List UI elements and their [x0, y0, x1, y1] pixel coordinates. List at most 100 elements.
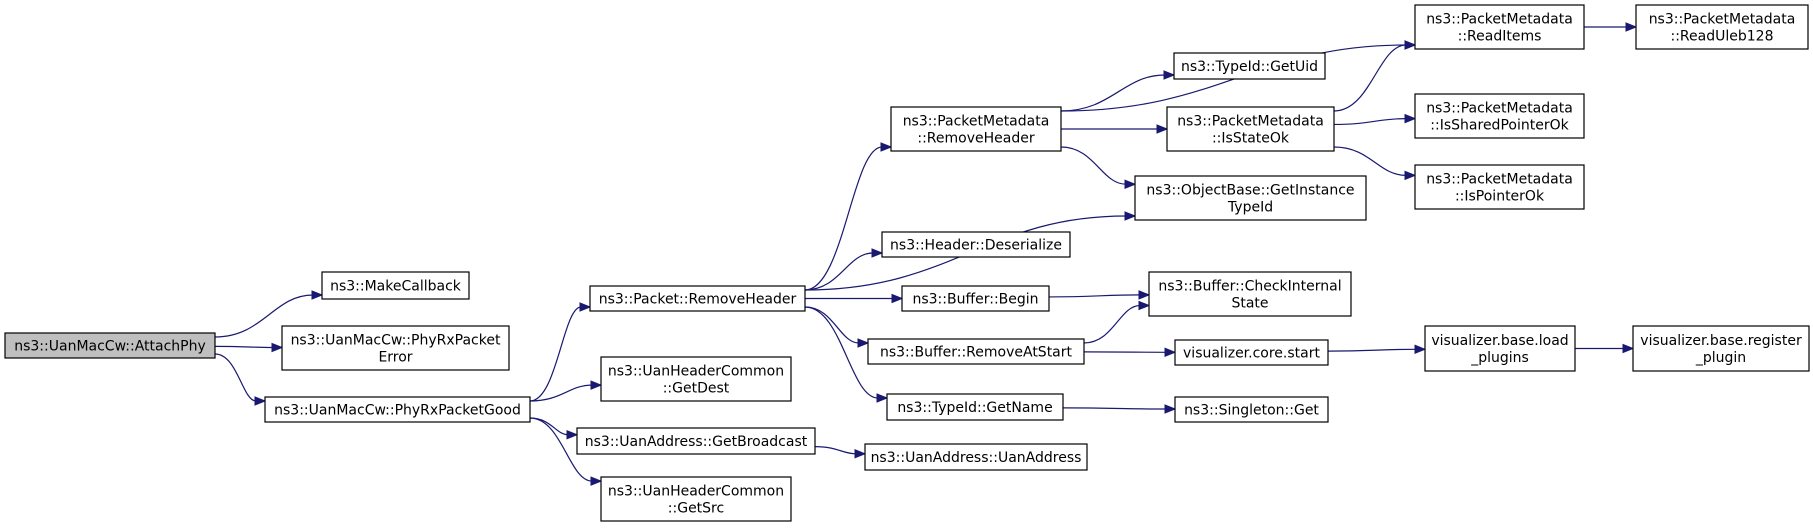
- edge-pm-is-state-ok-to-pm-is-pointer-ok: [1333, 146, 1417, 181]
- node-box: [281, 325, 510, 371]
- node-box: [600, 356, 792, 402]
- node-viz-base-load-plugins[interactable]: visualizer.base.load_plugins: [1424, 325, 1576, 372]
- arrow-head-icon: [871, 248, 884, 258]
- node-typeid-get-uid[interactable]: ns3::TypeId::GetUid: [1173, 52, 1326, 80]
- arrow-head-icon: [1164, 404, 1177, 414]
- node-box: [881, 231, 1071, 258]
- node-label: ns3::UanHeaderCommon: [608, 364, 784, 380]
- node-label: ns3::Packet::RemoveHeader: [599, 292, 797, 308]
- node-pm-is-state-ok[interactable]: ns3::PacketMetadata::IsStateOk: [1166, 106, 1335, 152]
- node-label: ns3::UanHeaderCommon: [608, 484, 784, 500]
- node-label: ns3::Singleton::Get: [1184, 403, 1319, 419]
- arrow-head-icon: [579, 302, 592, 312]
- node-label: ns3::Buffer::RemoveAtStart: [880, 345, 1073, 361]
- node-pm-read-uleb128[interactable]: ns3::PacketMetadata::ReadUleb128: [1635, 4, 1809, 50]
- node-uan-address-ctor[interactable]: ns3::UanAddress::UanAddress: [864, 443, 1088, 471]
- node-buffer-remove-at-start[interactable]: ns3::Buffer::RemoveAtStart: [867, 338, 1085, 365]
- edge-line: [1333, 146, 1407, 176]
- edge-line: [804, 146, 883, 291]
- edge-line: [1048, 294, 1141, 298]
- edge-viz-core-start-to-viz-base-load-plugins: [1327, 344, 1427, 355]
- node-header-deserialize[interactable]: ns3::Header::Deserialize: [881, 231, 1071, 258]
- node-label: ns3::ObjectBase::GetInstance: [1146, 183, 1354, 199]
- edge-line: [1060, 146, 1127, 185]
- edge-line: [214, 345, 274, 349]
- node-buffer-begin[interactable]: ns3::Buffer::Begin: [901, 285, 1050, 312]
- node-box: [867, 338, 1085, 365]
- nodes-layer: ns3::UanMacCw::AttachPhy ns3::MakeCallbac…: [4, 4, 1810, 522]
- edge-line: [214, 294, 314, 338]
- edge-line: [1060, 74, 1166, 112]
- arrow-head-icon: [1156, 124, 1169, 134]
- edge-pm-remove-header-to-objectbase-get-instance-typeid: [1060, 146, 1137, 189]
- node-label: ns3::UanMacCw::AttachPhy: [14, 339, 206, 355]
- node-label: ns3::PacketMetadata: [903, 114, 1050, 130]
- arrow-head-icon: [1124, 211, 1137, 221]
- node-label: ::IsSharedPointerOk: [1430, 118, 1569, 134]
- edge-line: [529, 417, 593, 482]
- node-uan-header-get-src[interactable]: ns3::UanHeaderCommon::GetSrc: [600, 476, 792, 522]
- node-box: [600, 476, 792, 522]
- node-phy-rx-packet-good[interactable]: ns3::UanMacCw::PhyRxPacketGood: [264, 396, 531, 423]
- node-make-callback[interactable]: ns3::MakeCallback: [321, 271, 470, 300]
- edge-typeid-get-name-to-singleton-get: [1062, 404, 1177, 414]
- node-attach-phy[interactable]: ns3::UanMacCw::AttachPhy: [4, 332, 216, 359]
- node-box: [1173, 52, 1326, 80]
- edge-line: [804, 306, 860, 344]
- node-label: visualizer.base.register: [1640, 333, 1802, 349]
- arrow-head-icon: [311, 290, 324, 300]
- node-label: Error: [378, 350, 412, 366]
- node-viz-core-start[interactable]: visualizer.core.start: [1174, 339, 1329, 366]
- node-box: [264, 396, 531, 423]
- edge-pm-remove-header-to-pm-is-state-ok: [1060, 124, 1169, 134]
- node-box: [1632, 325, 1810, 372]
- node-typeid-get-name[interactable]: ns3::TypeId::GetName: [886, 393, 1064, 421]
- node-box: [1414, 4, 1585, 50]
- edge-attach-phy-to-phy-rx-packet-good: [214, 353, 267, 406]
- node-pm-is-pointer-ok[interactable]: ns3::PacketMetadata::IsPointerOk: [1414, 164, 1585, 210]
- arrow-head-icon: [254, 396, 267, 406]
- edge-buffer-remove-at-start-to-viz-core-start: [1083, 347, 1177, 358]
- node-uan-address-get-broadcast[interactable]: ns3::UanAddress::GetBroadcast: [576, 427, 816, 455]
- node-viz-base-register-plugin[interactable]: visualizer.base.register_plugin: [1632, 325, 1810, 372]
- node-box: [589, 285, 806, 312]
- node-box: [901, 285, 1050, 312]
- node-packet-remove-header[interactable]: ns3::Packet::RemoveHeader: [589, 285, 806, 312]
- node-label: ns3::Buffer::Begin: [912, 292, 1038, 308]
- arrow-head-icon: [566, 429, 579, 440]
- edge-packet-remove-header-to-header-deserialize: [804, 248, 884, 291]
- edge-attach-phy-to-phy-rx-packet-error: [214, 342, 284, 353]
- node-label: _plugins: [1470, 350, 1529, 366]
- node-box: [1148, 271, 1352, 317]
- node-label: ns3::TypeId::GetUid: [1181, 59, 1318, 75]
- edge-line: [214, 353, 257, 402]
- node-box: [1414, 164, 1585, 210]
- node-box: [890, 106, 1062, 152]
- node-box: [1424, 325, 1576, 372]
- edge-buffer-begin-to-buffer-check-internal-state: [1048, 290, 1151, 300]
- edge-buffer-remove-at-start-to-buffer-check-internal-state: [1083, 300, 1151, 344]
- node-pm-read-items[interactable]: ns3::PacketMetadata::ReadItems: [1414, 4, 1585, 50]
- node-pm-is-shared-pointer-ok[interactable]: ns3::PacketMetadata::IsSharedPointerOk: [1414, 93, 1585, 139]
- node-label: ns3::PacketMetadata: [1426, 172, 1573, 188]
- node-box: [1134, 175, 1367, 221]
- node-label: _plugin: [1695, 350, 1746, 366]
- edge-pm-remove-header-to-typeid-get-uid: [1060, 70, 1176, 112]
- node-uan-header-get-dest[interactable]: ns3::UanHeaderCommon::GetDest: [600, 356, 792, 402]
- node-label: ::ReadItems: [1458, 29, 1542, 45]
- node-label: State: [1231, 296, 1268, 312]
- edge-packet-remove-header-to-typeid-get-name: [804, 306, 889, 403]
- node-label: ns3::UanMacCw::PhyRxPacket: [291, 333, 501, 349]
- arrow-head-icon: [1404, 170, 1417, 181]
- edge-line: [529, 384, 593, 402]
- node-pm-remove-header[interactable]: ns3::PacketMetadata::RemoveHeader: [890, 106, 1062, 152]
- edge-phy-rx-packet-good-to-uan-header-get-src: [529, 417, 603, 486]
- node-box: [1635, 4, 1809, 50]
- node-singleton-get[interactable]: ns3::Singleton::Get: [1174, 396, 1329, 423]
- edges-layer: [214, 22, 1638, 486]
- node-box: [886, 393, 1064, 421]
